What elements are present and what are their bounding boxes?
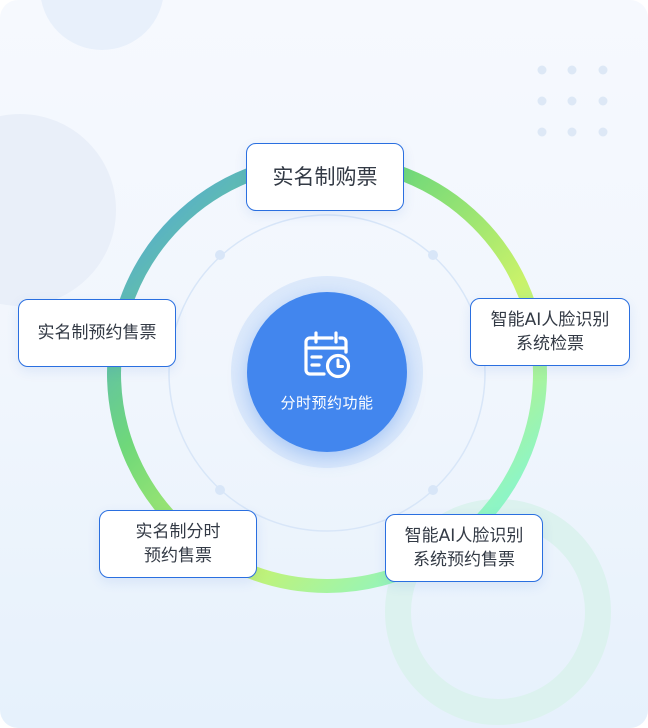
bg-circle-top (41, 0, 163, 50)
bg-dot-grid (537, 65, 608, 137)
node-ai-face-check-in: 智能AI人脸识别 系统检票 (470, 298, 630, 366)
node-ai-face-reservation-sales: 智能AI人脸识别 系统预约售票 (385, 514, 543, 582)
inner-thin-ring (168, 214, 486, 532)
node-real-name-ticket-purchase: 实名制购票 (246, 143, 404, 211)
bg-ring-bottom-right (385, 499, 611, 725)
center-node: 分时预约功能 (247, 292, 407, 452)
inner-ring-dots (215, 250, 438, 495)
calendar-clock-icon (304, 330, 351, 378)
node-real-name-reservation-sales: 实名制预约售票 (18, 299, 176, 367)
node-timed-reservation-sales: 实名制分时 预约售票 (99, 510, 257, 578)
center-label: 分时预约功能 (280, 393, 374, 412)
bg-circle-left (0, 114, 116, 306)
